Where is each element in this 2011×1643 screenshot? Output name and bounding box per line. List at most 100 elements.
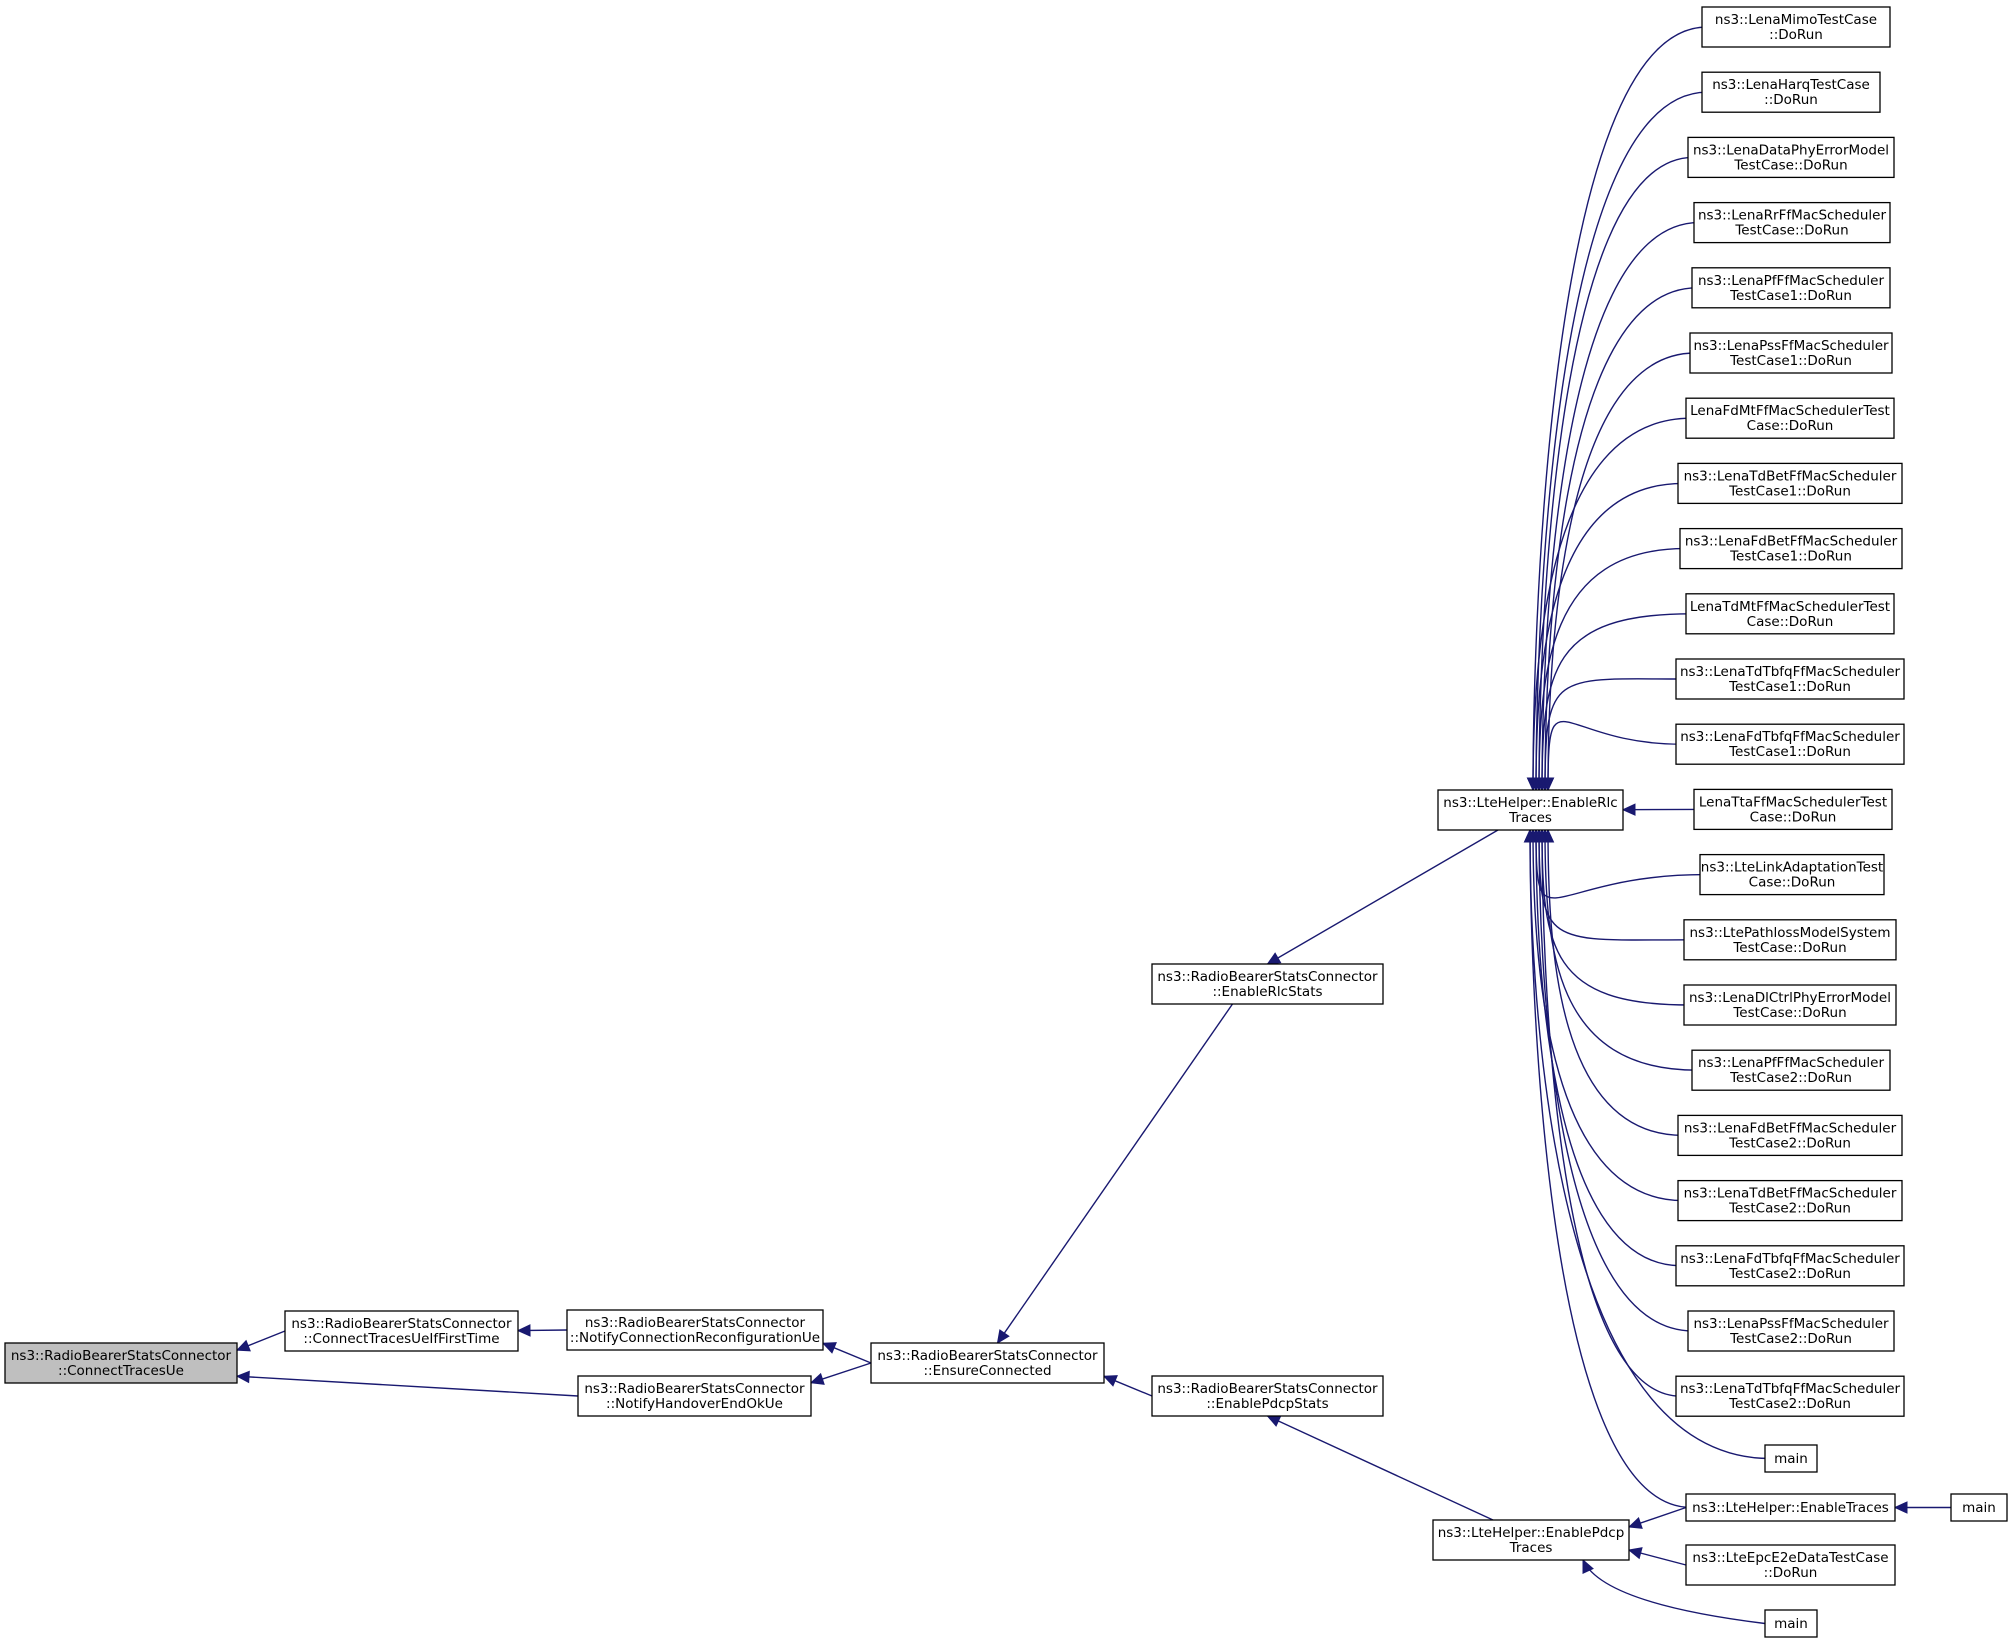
edge-arrowhead [1523, 828, 1537, 843]
edge-line [1529, 829, 1692, 1509]
node-label: TestCase1::DoRun [1729, 549, 1852, 565]
node-epc[interactable]: ns3::LteEpcE2eDataTestCase::DoRun [1685, 1544, 1896, 1586]
node-root[interactable]: ns3::RadioBearerStatsConnector::ConnectT… [4, 1342, 238, 1384]
edge-r12-to-ert [1541, 720, 1682, 792]
node-mainPdcp[interactable]: main [1764, 1609, 1818, 1638]
node-r9[interactable]: ns3::LenaFdBetFfMacSchedulerTestCase1::D… [1679, 527, 1903, 570]
node-ec[interactable]: ns3::RadioBearerStatsConnector::EnsureCo… [870, 1342, 1105, 1384]
node-box [1693, 201, 1891, 244]
node-label: TestCase::DoRun [1733, 157, 1847, 173]
edge-line [1541, 829, 1690, 1006]
node-box [566, 1309, 824, 1351]
node-label: ns3::RadioBearerStatsConnector [584, 1381, 805, 1397]
edge-arrowhead [821, 1342, 837, 1354]
edge-arrowhead [516, 1324, 531, 1337]
node-r22[interactable]: ns3::LenaTdTbfqFfMacSchedulerTestCase2::… [1675, 1375, 1905, 1417]
edge-line [1535, 482, 1684, 791]
edge-line [1541, 613, 1692, 791]
nodes: ns3::RadioBearerStatsConnector::ConnectT… [4, 6, 2008, 1638]
node-label: TestCase1::DoRun [1729, 288, 1852, 304]
node-box [4, 1342, 238, 1384]
node-label: TestCase2::DoRun [1729, 1070, 1852, 1086]
node-label: ::NotifyHandoverEndOkUe [606, 1396, 783, 1412]
edge-ers-to-ec [996, 1003, 1234, 1344]
edge-r5-to-ert [1538, 287, 1698, 792]
node-rmain1[interactable]: main [1764, 1444, 1818, 1473]
node-r1[interactable]: ns3::LenaMimoTestCase::DoRun [1701, 6, 1891, 48]
node-r17[interactable]: ns3::LenaPfFfMacSchedulerTestCase2::DoRu… [1691, 1049, 1891, 1091]
node-label: TestCase2::DoRun [1728, 1396, 1851, 1412]
node-label: TestCase::DoRun [1734, 223, 1848, 239]
node-label: ns3::LteHelper::EnablePdcp [1438, 1525, 1625, 1541]
node-eps[interactable]: ns3::RadioBearerStatsConnector::EnablePd… [1151, 1375, 1384, 1417]
node-box [1675, 723, 1905, 765]
node-label: ns3::LenaFdTbfqFfMacScheduler [1680, 1251, 1900, 1267]
edge-arrowhead [1535, 828, 1549, 843]
node-r5[interactable]: ns3::LenaPfFfMacSchedulerTestCase1::DoRu… [1691, 267, 1891, 309]
edge-arrowhead [1627, 1547, 1643, 1560]
edge-arrowhead [1266, 1415, 1282, 1427]
node-label: LenaTtaFfMacSchedulerTest [1699, 794, 1887, 810]
edge-line [1538, 547, 1686, 791]
node-r2[interactable]: ns3::LenaHarqTestCase::DoRun [1701, 71, 1881, 113]
edge-arrowhead [1582, 1558, 1594, 1574]
node-r3[interactable]: ns3::LenaDataPhyErrorModelTestCase::DoRu… [1687, 136, 1895, 179]
node-label: Case::DoRun [1747, 614, 1834, 630]
node-r18[interactable]: ns3::LenaFdBetFfMacSchedulerTestCase2::D… [1677, 1114, 1903, 1157]
edge-arrowhead [235, 1339, 251, 1352]
node-r20[interactable]: ns3::LenaFdTbfqFfMacSchedulerTestCase2::… [1675, 1245, 1905, 1287]
node-ctuift[interactable]: ns3::RadioBearerStatsConnector::ConnectT… [284, 1310, 519, 1352]
node-ncru[interactable]: ns3::RadioBearerStatsConnector::NotifyCo… [566, 1309, 824, 1351]
node-label: ::EnsureConnected [923, 1363, 1051, 1379]
node-ers[interactable]: ns3::RadioBearerStatsConnector::EnableRl… [1151, 963, 1384, 1005]
node-mainEt[interactable]: main [1950, 1493, 2008, 1522]
node-box [1764, 1609, 1818, 1638]
node-label: main [1962, 1500, 1996, 1516]
node-label: ns3::LenaPfFfMacScheduler [1698, 1055, 1884, 1071]
node-label: TestCase2::DoRun [1728, 1135, 1851, 1151]
edge-line [1532, 417, 1692, 791]
node-r8[interactable]: ns3::LenaTdBetFfMacSchedulerTestCase1::D… [1677, 462, 1903, 505]
edge-ert-to-ers [1266, 829, 1499, 965]
node-r15[interactable]: ns3::LtePathlossModelSystemTestCase::DoR… [1683, 919, 1897, 961]
node-label: TestCase2::DoRun [1728, 1201, 1851, 1217]
edge-arrowhead [1266, 952, 1282, 965]
edge-et-to-ert [1523, 828, 1692, 1509]
edge-r22-to-ert [1535, 828, 1682, 1397]
node-label: ns3::RadioBearerStatsConnector [1157, 969, 1378, 985]
node-r6[interactable]: ns3::LenaPssFfMacSchedulerTestCase1::DoR… [1689, 332, 1893, 374]
edge-r10-to-ert [1535, 613, 1692, 792]
node-label: ::EnableRlcStats [1212, 984, 1322, 1000]
node-r19[interactable]: ns3::LenaTdBetFfMacSchedulerTestCase2::D… [1677, 1179, 1903, 1222]
edge-line [1541, 221, 1700, 791]
node-r12[interactable]: ns3::LenaFdTbfqFfMacSchedulerTestCase1::… [1675, 723, 1905, 765]
node-r16[interactable]: ns3::LenaDlCtrlPhyErrorModelTestCase::Do… [1683, 984, 1897, 1026]
node-nheou[interactable]: ns3::RadioBearerStatsConnector::NotifyHa… [577, 1375, 812, 1417]
edge-line [1547, 720, 1682, 791]
node-box [1701, 71, 1881, 113]
node-r11[interactable]: ns3::LenaTdTbfqFfMacSchedulerTestCase1::… [1675, 658, 1905, 700]
edge-ctuift-to-root [235, 1330, 286, 1352]
edge-r3-to-ert [1532, 156, 1694, 792]
edge-r21-to-ert [1532, 828, 1694, 1332]
node-box [870, 1342, 1105, 1384]
node-r21[interactable]: ns3::LenaPssFfMacSchedulerTestCase2::DoR… [1687, 1310, 1895, 1352]
edge-line [1544, 678, 1682, 791]
node-et[interactable]: ns3::LteHelper::EnableTraces [1685, 1493, 1896, 1522]
node-label: TestCase1::DoRun [1728, 483, 1851, 499]
node-label: ns3::LtePathlossModelSystem [1689, 925, 1890, 941]
edge-ec-to-ncru [821, 1342, 872, 1364]
node-label: ns3::RadioBearerStatsConnector [1157, 1381, 1378, 1397]
node-label: ns3::LenaDlCtrlPhyErrorModel [1689, 990, 1891, 1006]
edge-line [1535, 829, 1706, 899]
node-box [1679, 527, 1903, 570]
node-label: main [1774, 1451, 1808, 1467]
